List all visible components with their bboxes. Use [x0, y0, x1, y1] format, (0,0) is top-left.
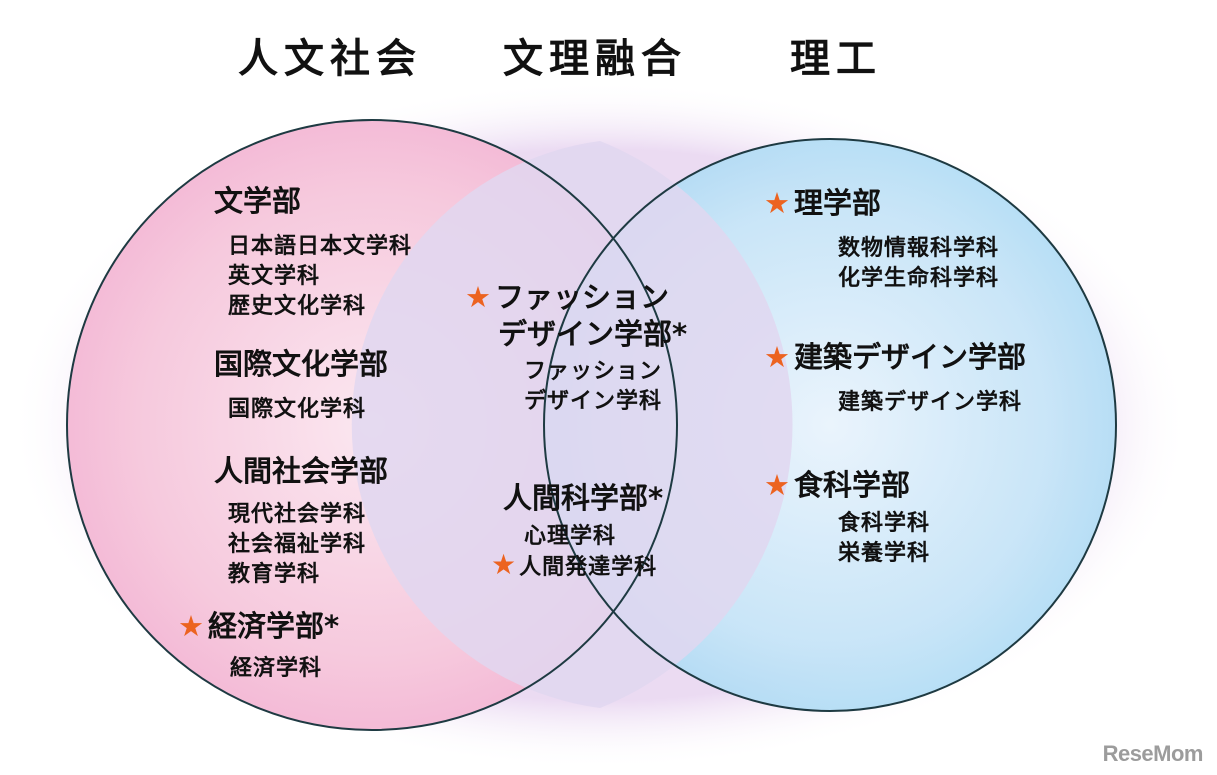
faculty-architecture-design: ★建築デザイン学部 [764, 340, 1026, 374]
resemom-watermark: ReseMom [1102, 741, 1204, 766]
faculty-architecture-design-label: 建築デザイン学部 [794, 340, 1027, 374]
dept-food-science: 食科学科 [838, 511, 931, 536]
faculty-science-label: 理学部 [794, 186, 882, 220]
faculty-international-culture: 国際文化学部 [214, 347, 389, 381]
dept-fashion-design-line2: デザイン学科 [524, 389, 663, 414]
right-circle-outline [543, 138, 1117, 712]
faculty-human-society: 人間社会学部 [214, 454, 389, 488]
faculty-fashion-design: ★ファッション [465, 280, 669, 314]
faculty-science: ★理学部 [764, 186, 881, 220]
dept-chemistry-life: 化学生命科学科 [838, 266, 1000, 291]
dept-international-culture: 国際文化学科 [228, 397, 367, 422]
left-circle-outline [66, 119, 678, 731]
faculty-food-science: ★食科学部 [764, 468, 910, 502]
faculty-literature: 文学部 [214, 184, 302, 218]
faculty-economics: ★経済学部* [178, 609, 339, 643]
dept-modern-society: 現代社会学科 [228, 502, 367, 527]
dept-human-development-label: 人間発達学科 [519, 555, 658, 580]
dept-psychology: 心理学科 [524, 524, 617, 549]
faculty-human-sciences: 人間科学部* [503, 481, 664, 515]
heading-interdisciplinary: 文理融合 [503, 36, 687, 82]
dept-fashion-design-line1: ファッション [524, 359, 663, 384]
heading-humanities: 人文社会 [238, 36, 422, 82]
dept-human-development: ★人間発達学科 [491, 550, 657, 583]
dept-math-physics-info: 数物情報科学科 [838, 236, 1000, 261]
overlap-fill [351, 141, 793, 708]
dept-history-culture: 歴史文化学科 [228, 294, 367, 319]
star-icon: ★ [764, 340, 790, 374]
dept-education: 教育学科 [228, 562, 321, 587]
dept-economics: 経済学科 [230, 656, 323, 681]
star-icon: ★ [764, 468, 790, 502]
dept-social-welfare: 社会福祉学科 [228, 532, 367, 557]
faculty-fashion-design-line1: ファッション [495, 280, 670, 314]
dept-japanese-literature: 日本語日本文学科 [228, 234, 413, 259]
star-icon: ★ [465, 280, 491, 314]
faculty-fashion-design-line2: デザイン学部* [498, 317, 688, 351]
dept-english-literature: 英文学科 [228, 264, 321, 289]
dept-nutrition: 栄養学科 [838, 541, 931, 566]
faculty-food-science-label: 食科学部 [794, 468, 911, 502]
faculty-economics-label: 経済学部* [208, 609, 340, 643]
star-icon: ★ [178, 609, 204, 643]
star-icon: ★ [491, 548, 518, 581]
heading-science-engineering: 理工 [790, 36, 882, 82]
star-icon: ★ [764, 186, 790, 220]
dept-architecture-design: 建築デザイン学科 [838, 390, 1023, 415]
